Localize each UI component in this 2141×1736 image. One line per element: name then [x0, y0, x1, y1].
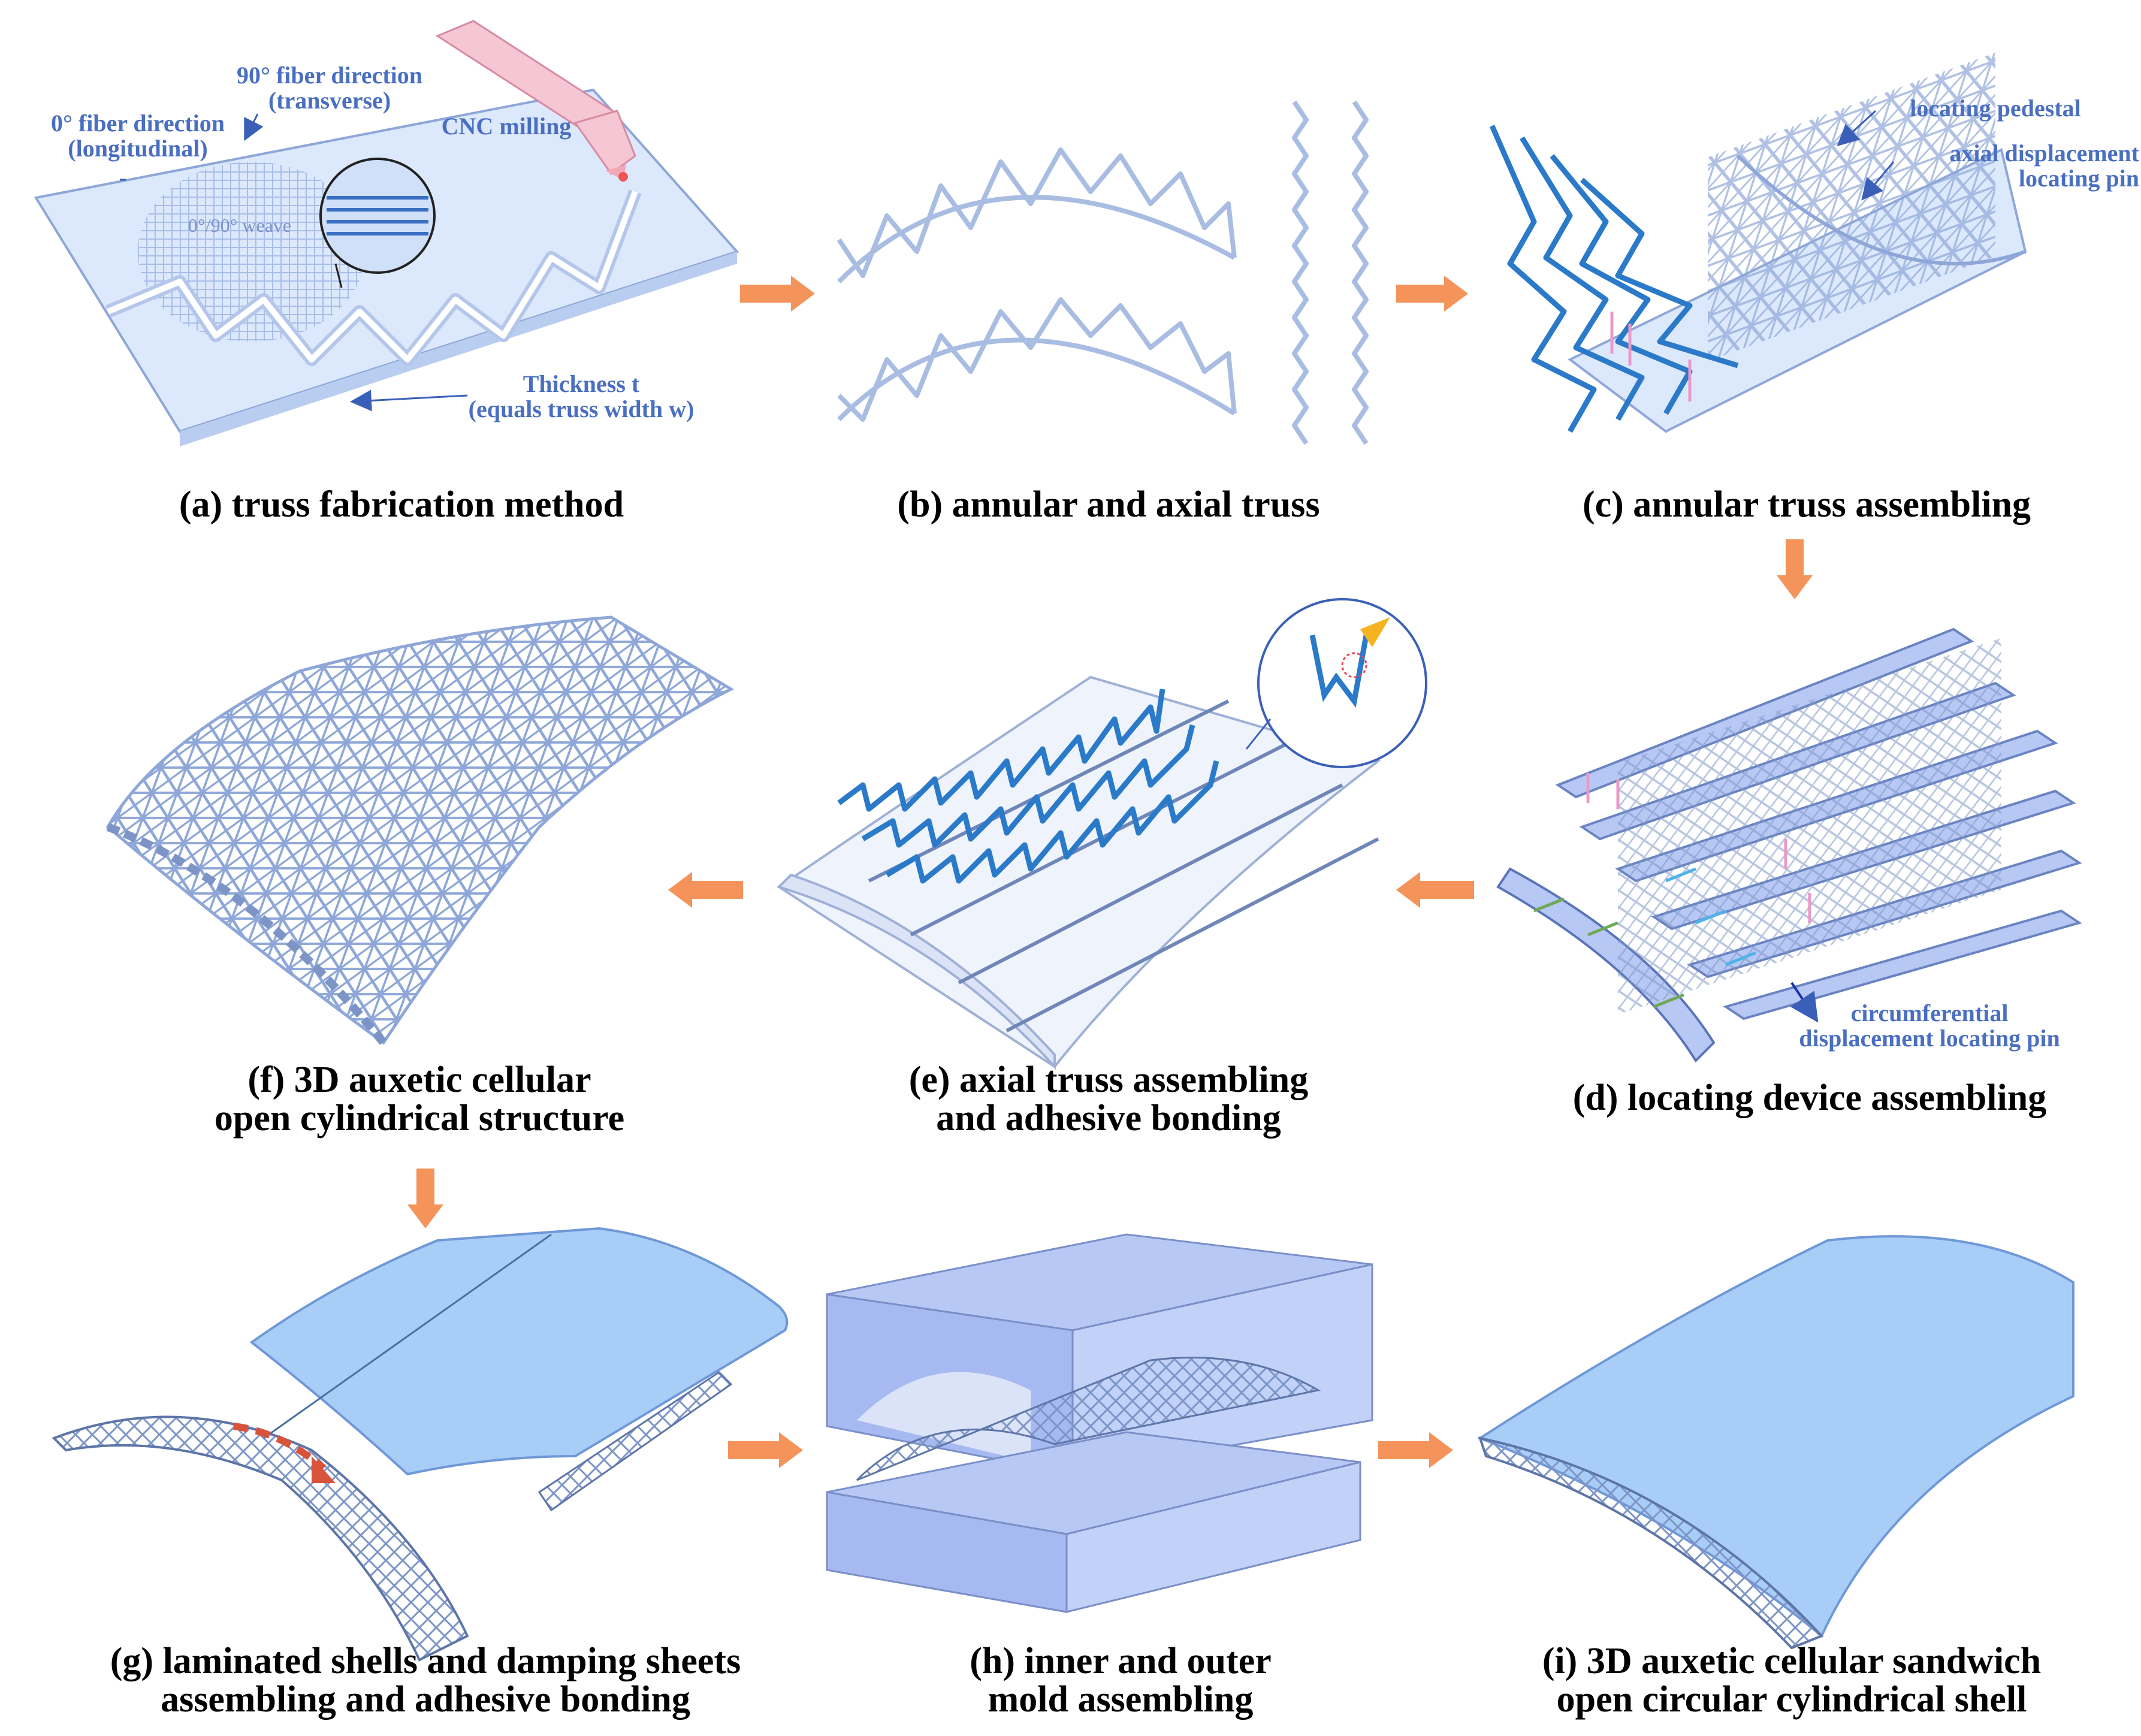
- flow-arrow-b-c: [1396, 276, 1468, 312]
- caption-d: (d) locating device assembling: [1572, 1077, 2047, 1118]
- lattice-cylinder-f: [105, 615, 735, 1045]
- magnifier-weave-lines: [327, 196, 428, 236]
- flow-arrow-a-b: [740, 276, 815, 312]
- flow-arrow-h-i: [1378, 1432, 1453, 1468]
- flow-arrow-d-e: [1396, 872, 1474, 908]
- magnifier-leader: [334, 263, 343, 288]
- red-arrow-head-g: [312, 1456, 336, 1483]
- panel-i-sandwich-shell: [1477, 1235, 2074, 1650]
- pink-pin-marks: [1610, 312, 1692, 401]
- label-thickness: Thickness t (equals truss width w): [468, 370, 694, 422]
- leader-detail-e: [1245, 718, 1272, 750]
- flow-arrow-e-f: [668, 872, 743, 908]
- caption-c: (c) annular truss assembling: [1582, 484, 2031, 525]
- blue-axial-trusses-e: [837, 689, 1219, 884]
- panel-a-truss-fabrication: [34, 20, 739, 446]
- panel-e-axial-assembling: [777, 598, 1427, 1070]
- caption-i: (i) 3D auxetic cellular sandwich open ci…: [1542, 1641, 2042, 1720]
- detail-content-e: [1309, 617, 1390, 708]
- lattice-front-edge-f: [106, 823, 387, 1046]
- label-fiber-90: 90° fiber direction (transverse): [236, 62, 423, 114]
- axial-truss-right: [1352, 100, 1369, 445]
- panel-h-mold: [826, 1233, 1373, 1613]
- lattice-back-g: [537, 1371, 733, 1512]
- shell-sheet-g: [249, 1227, 789, 1476]
- shell-outer-i: [1477, 1235, 2074, 1638]
- panel-c-annular-assembling: [1489, 52, 2027, 433]
- caption-b: (b) annular and axial truss: [897, 484, 1320, 525]
- caption-f: (f) 3D auxetic cellular open cylindrical…: [214, 1059, 625, 1139]
- label-cnc-milling: CNC milling: [441, 113, 572, 140]
- sheet-seam-g: [263, 1233, 552, 1439]
- locating-device-trusses: [1618, 638, 2001, 1015]
- cut-truss-path-inner: [107, 191, 638, 363]
- leader-circ-pin: [1790, 982, 1819, 1023]
- leader-pedestal: [1837, 110, 1877, 147]
- annular-truss-top: [837, 147, 1237, 283]
- pedestal-background-trusses: [1708, 52, 1995, 361]
- caption-a: (a) truss fabrication method: [179, 484, 624, 525]
- label-weave: 0°/90° weave: [188, 215, 292, 236]
- blue-annular-trusses: [1489, 125, 1739, 433]
- leader-axial-pin: [1861, 161, 1895, 201]
- green-pins-d: [1533, 897, 1684, 1009]
- caption-e: (e) axial truss assembling and adhesive …: [908, 1059, 1309, 1139]
- panel-f-open-cylindrical-structure: [105, 615, 735, 1046]
- panel-d-locating-device: [1496, 627, 2082, 1063]
- upper-mold-cavity: [857, 1372, 1031, 1462]
- annular-truss-bottom: [837, 297, 1237, 422]
- label-fiber-0: 0° fiber direction (longitudinal): [50, 110, 225, 162]
- label-locating-pedestal: locating pedestal: [1910, 95, 2081, 122]
- caption-h: (h) inner and outer mold assembling: [970, 1641, 1272, 1720]
- lower-mold-side: [1065, 1461, 1361, 1613]
- lattice-core-g: [52, 1415, 469, 1662]
- flow-arrow-c-d: [1777, 539, 1813, 599]
- magnifier-circle: [319, 158, 436, 274]
- red-dashed-arrow-g: [233, 1423, 326, 1471]
- label-axial-pin: axial displacement locating pin: [1949, 140, 2139, 192]
- cnc-tool: [435, 20, 636, 182]
- sandwich-in-mold: [856, 1357, 1321, 1481]
- flow-arrow-g-h: [728, 1432, 803, 1468]
- leader-thickness: [350, 390, 468, 412]
- leader-fiber90: [244, 113, 264, 141]
- end-ring-e: [777, 873, 1056, 1070]
- panel-g-laminated-shells: [52, 1227, 789, 1662]
- panel-b-trusses: [837, 100, 1369, 445]
- caption-g: (g) laminated shells and damping sheets …: [110, 1641, 741, 1720]
- label-circumferential-pin: circumferential displacement locating pi…: [1799, 1000, 2060, 1052]
- axial-truss-left: [1292, 100, 1309, 445]
- pink-pins-d: [1586, 773, 1811, 923]
- flow-arrow-f-g: [407, 1169, 443, 1228]
- plate-edge: [180, 252, 737, 446]
- end-ring: [1496, 867, 1716, 1063]
- shell-core-edge-i: [1478, 1436, 1824, 1650]
- cyan-pins-d: [1665, 867, 1756, 967]
